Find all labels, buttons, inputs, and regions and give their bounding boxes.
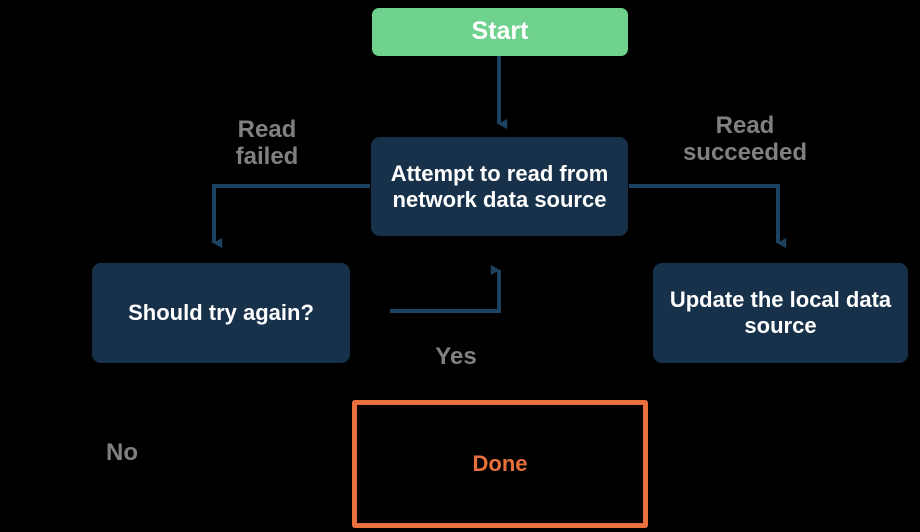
edge-label-no: No: [106, 439, 138, 466]
node-should-try-again-label: Should try again?: [128, 300, 314, 326]
node-attempt-read[interactable]: Attempt to read from network data source: [371, 137, 628, 236]
node-update-local-source-label: Update the local data source: [669, 287, 892, 338]
node-done[interactable]: Done: [352, 400, 648, 528]
node-should-try-again[interactable]: Should try again?: [92, 263, 350, 363]
node-update-local-source[interactable]: Update the local data source: [653, 263, 908, 363]
node-done-label: Done: [472, 451, 528, 477]
edge-label-yes: Yes: [435, 343, 477, 370]
edge-attempt-to-retry: [212, 184, 370, 249]
edge-label-read-failed: Read failed: [235, 116, 299, 170]
node-start-label: Start: [471, 17, 529, 46]
node-start[interactable]: Start: [372, 8, 628, 56]
edge-retry-yes-to-attempt: [390, 264, 501, 313]
node-attempt-read-label: Attempt to read from network data source: [390, 160, 609, 212]
edge-label-read-succeeded: Read succeeded: [682, 112, 808, 166]
edge-attempt-to-update: [629, 184, 787, 249]
